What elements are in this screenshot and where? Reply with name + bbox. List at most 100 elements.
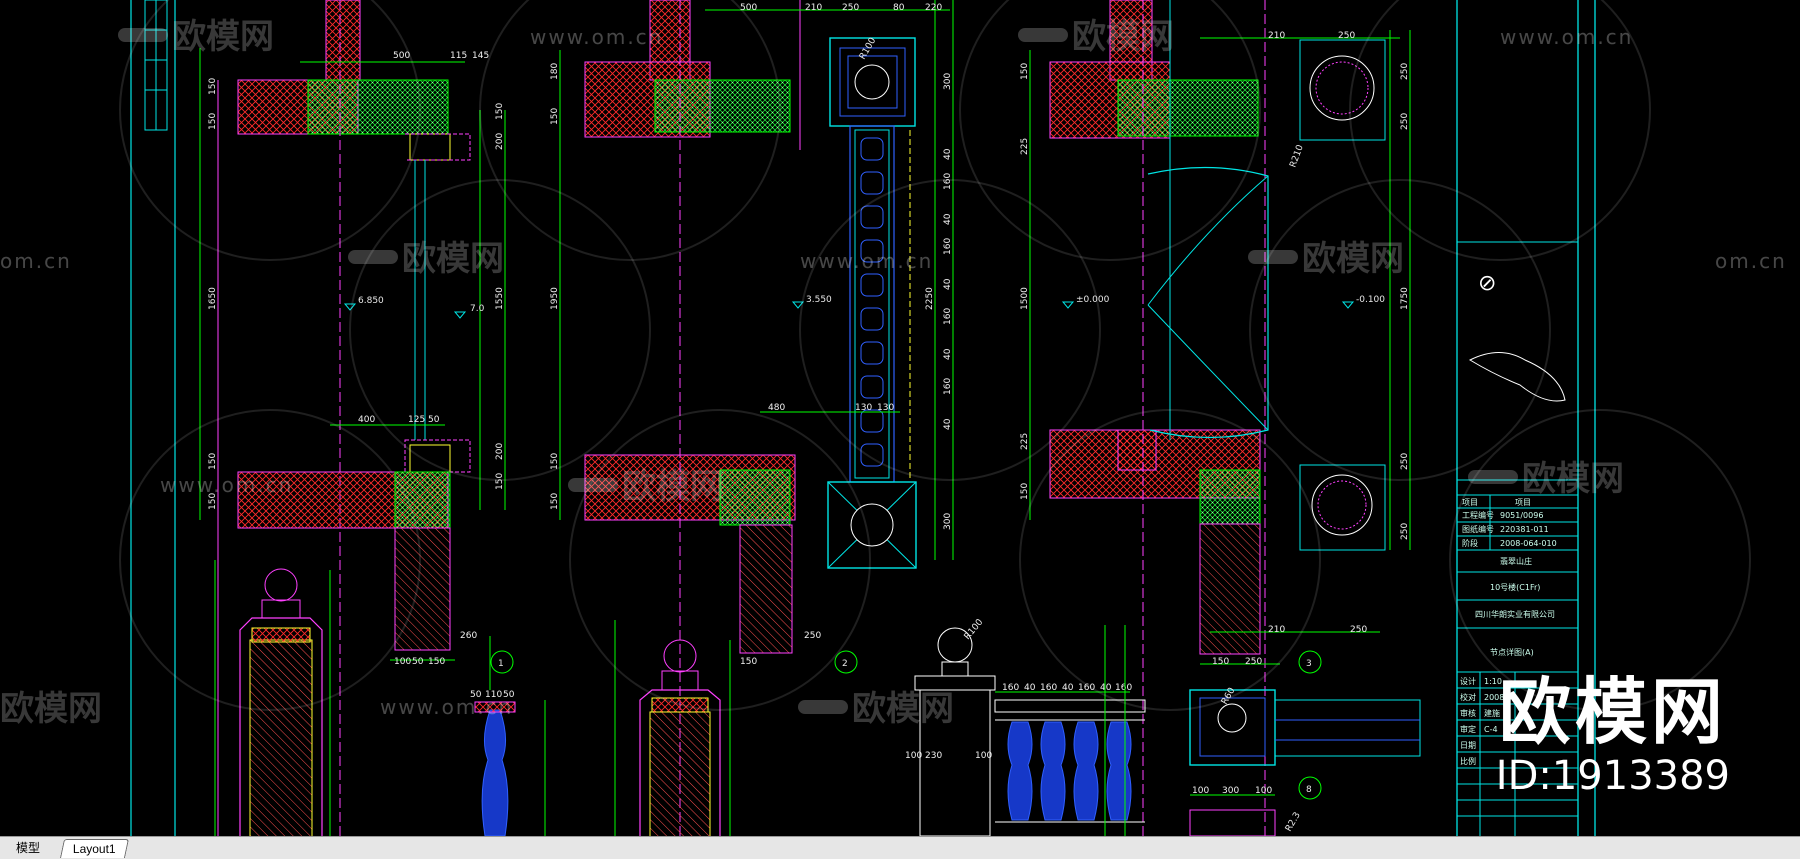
dim-col: 40 — [943, 278, 953, 290]
left-border — [130, 0, 176, 836]
title-rows: 项目 项目 工程编号 9051/0096 图纸编号 220381-011 阶段 … — [1457, 494, 1578, 673]
dim-400: 400 — [358, 415, 375, 425]
dim-left-150: 150 — [208, 78, 218, 95]
cad-model-space[interactable]: 500 115 145 400 125 50 100 50 150 260 15… — [0, 0, 1800, 836]
dim-mid: 480 — [768, 403, 785, 413]
title-block[interactable]: ⊘ 项目 项目 工程编号 9051/0096 图纸编号 220381-011 阶 — [1456, 0, 1596, 836]
watermark-url: www.om.cn — [800, 249, 933, 273]
watermark-name: 欧模网 — [622, 467, 724, 507]
sig-label: 审定 — [1460, 724, 1476, 734]
dim-top: 210 — [1268, 31, 1285, 41]
dim-50: 50 — [428, 415, 440, 425]
dim-bottom: 150 — [1212, 657, 1229, 667]
dim-mid: 130 — [855, 403, 872, 413]
elevation-mark: 7.0 — [470, 304, 485, 314]
detail-1[interactable]: 500 115 145 400 125 50 100 50 150 260 15… — [199, 0, 514, 836]
title-label: 工程编号 — [1462, 510, 1494, 520]
dim-right-1550: 1550 — [495, 287, 505, 310]
dim-8: 100 — [1192, 786, 1209, 796]
dim-bottom: 150 — [740, 657, 757, 667]
elevation-mark: 6.850 — [358, 296, 384, 306]
dim-bal: 40 — [1062, 683, 1074, 693]
radius-label: R100 — [963, 617, 986, 642]
dim-bal: 100 — [975, 751, 992, 761]
dim-col: 40 — [943, 418, 953, 430]
dim-col: 40 — [943, 148, 953, 160]
dim-bottom: 210 — [1268, 625, 1285, 635]
balusters — [1007, 721, 1132, 821]
watermark-name: 欧模网 — [1522, 459, 1624, 499]
sig-value: C-4 — [1484, 725, 1498, 734]
detail-label-8: 8 — [1306, 785, 1312, 795]
dim-left-150b: 150 — [208, 113, 218, 130]
dim-bal: 40 — [1100, 683, 1112, 693]
dim-bal: 160 — [1115, 683, 1132, 693]
dim-col: 160 — [943, 238, 953, 255]
detail-3[interactable]: R210 210 250 210 250 150 250 150 225 150… — [1020, 0, 1411, 836]
dim-bottom: 250 — [1245, 657, 1262, 667]
tab-layout1[interactable]: Layout1 — [59, 839, 129, 858]
dim-top: 220 — [925, 3, 942, 13]
sig-value: 2008.04 — [1484, 693, 1517, 702]
dim-260: 260 — [460, 631, 477, 641]
dim-col: 40 — [943, 348, 953, 360]
dim-bal: 160 — [1002, 683, 1019, 693]
dim-125: 125 — [408, 415, 425, 425]
watermark-name: 欧模网 — [852, 689, 954, 729]
dim-right: 250 — [1400, 523, 1410, 540]
dim-500: 500 — [393, 51, 410, 61]
sheet-title: 节点详图(A) — [1490, 647, 1534, 657]
sig-value: 建施 — [1484, 708, 1500, 718]
north-arrow-icon: ⊘ — [1478, 271, 1496, 296]
dim-left: 1950 — [550, 287, 560, 310]
dim-left: 180 — [550, 63, 560, 80]
dim-left-1650: 1650 — [208, 287, 218, 310]
watermark-url: om.cn — [0, 249, 72, 273]
dim-right: 250 — [1400, 63, 1410, 80]
column-inlays — [860, 137, 884, 467]
title-label: 图纸编号 — [1462, 524, 1494, 534]
cad-drawing[interactable]: 500 115 145 400 125 50 100 50 150 260 15… — [0, 0, 1800, 836]
dim-right: 250 — [1400, 113, 1410, 130]
dim-top: 500 — [740, 3, 757, 13]
building-name: 10号楼(C1Fr) — [1490, 582, 1540, 592]
dim-right: 1750 — [1400, 287, 1410, 310]
sig-label: 日期 — [1460, 741, 1476, 750]
watermarks: 欧模网 欧模网 欧模网 欧模网 欧模网 欧模网 欧模网 欧模网 www.om.c… — [0, 0, 1785, 729]
detail-label-1: 1 — [498, 659, 504, 669]
dim-col: 160 — [943, 308, 953, 325]
dim-bal: 230 — [925, 751, 942, 761]
title-value: 9051/0096 — [1500, 511, 1543, 520]
dim-left: 150 — [550, 453, 560, 470]
title-value: 220381-011 — [1500, 525, 1549, 534]
elevation-mark: 3.550 — [806, 295, 832, 305]
dim-col: 300 — [943, 73, 953, 90]
dim-left: 150 — [550, 493, 560, 510]
dim-small: 110 — [485, 690, 502, 700]
watermark-name: 欧模网 — [1072, 17, 1174, 57]
dim-left: 1500 — [1020, 287, 1030, 310]
watermark-name: 欧模网 — [172, 17, 274, 57]
lower-details[interactable]: 50 110 50 R100 — [214, 560, 1421, 836]
dim-col: 160 — [943, 173, 953, 190]
detail-2[interactable]: R100 500 210 250 80 220 480 130 130 150 … — [550, 0, 954, 836]
dim-8: 100 — [1255, 786, 1272, 796]
dim-left: 150 — [1020, 63, 1030, 80]
dim-left-150c: 150 — [208, 453, 218, 470]
detail-label-3: 3 — [1306, 659, 1312, 669]
tab-model[interactable]: 模型 — [16, 841, 41, 855]
layout-tab-bar: 模型 Layout1 — [0, 836, 1800, 859]
dim-150: 150 — [428, 657, 445, 667]
dim-col: 160 — [943, 378, 953, 395]
dim-small: 50 — [470, 690, 482, 700]
dim-right-200b: 200 — [495, 443, 505, 460]
project-name: 翡翠山庄 — [1500, 556, 1532, 566]
title-label: 项目 — [1462, 498, 1478, 507]
watermark-name: 欧模网 — [1302, 239, 1404, 279]
watermark-logo-icon — [118, 28, 1518, 714]
radius-label: R2.3 — [1284, 811, 1303, 834]
sig-label: 审核 — [1460, 708, 1476, 718]
dim-bottom: 250 — [804, 631, 821, 641]
dim-left: 225 — [1020, 433, 1030, 450]
elevation-mark: -0.100 — [1356, 295, 1385, 305]
